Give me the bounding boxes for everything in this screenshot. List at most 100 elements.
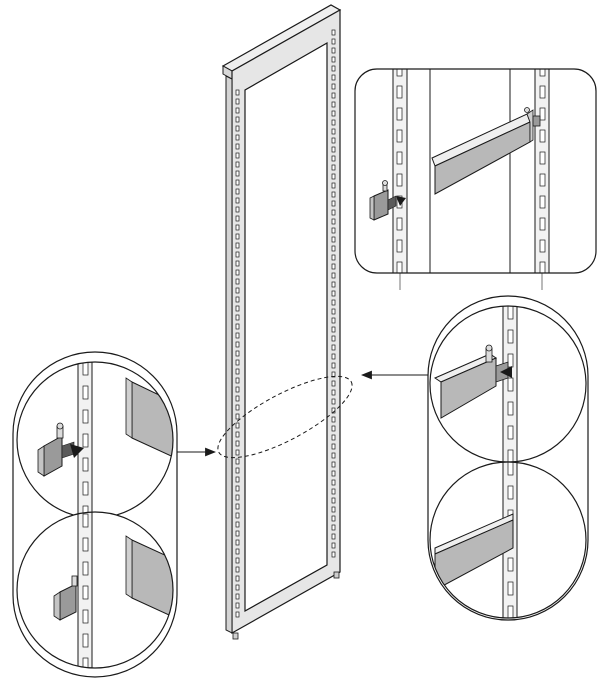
slot-hole — [331, 56, 336, 63]
slot-hole — [82, 633, 89, 648]
slot-hole — [331, 236, 336, 243]
slot-hole — [235, 422, 240, 429]
slot-hole — [235, 404, 240, 411]
slot-hole — [396, 151, 403, 165]
slot-hole — [235, 98, 240, 105]
slot-hole — [235, 557, 240, 564]
arrow-icon — [396, 196, 406, 206]
slot-hole — [235, 386, 240, 393]
slot-hole — [507, 425, 514, 440]
slot-hole — [507, 485, 514, 500]
slot-hole — [539, 217, 546, 231]
slot-hole — [396, 217, 403, 231]
slot-hole — [331, 425, 336, 432]
slot-hole — [235, 566, 240, 573]
slot-hole — [235, 170, 240, 177]
slot-hole — [507, 557, 514, 572]
slot-hole — [235, 296, 240, 303]
slot-hole — [331, 524, 336, 531]
slot-hole — [235, 368, 240, 375]
slot-hole — [331, 542, 336, 549]
slot-hole — [235, 440, 240, 447]
slot-hole — [396, 173, 403, 187]
slot-hole — [235, 458, 240, 465]
detail-callout-icon — [12, 351, 178, 678]
slot-hole — [235, 611, 240, 618]
slot-hole — [331, 101, 336, 108]
slot-hole — [235, 314, 240, 321]
slot-hole — [331, 308, 336, 315]
slot-hole — [82, 385, 89, 400]
slot-hole — [331, 155, 336, 162]
slot-hole — [235, 413, 240, 420]
slot-hole — [235, 359, 240, 366]
slot-hole — [331, 344, 336, 351]
slot-hole — [396, 129, 403, 143]
slot-hole — [235, 431, 240, 438]
slot-hole — [331, 452, 336, 459]
slot-hole — [331, 65, 336, 72]
slot-hole — [82, 481, 89, 496]
slot-hole — [539, 195, 546, 209]
slot-hole — [235, 269, 240, 276]
slot-hole — [331, 182, 336, 189]
slot-hole — [507, 329, 514, 344]
slot-hole — [331, 353, 336, 360]
slot-hole — [396, 107, 403, 121]
slot-hole — [331, 506, 336, 513]
slot-hole — [235, 179, 240, 186]
slot-holes-left — [235, 89, 240, 618]
slot-hole — [331, 209, 336, 216]
slot-hole — [235, 485, 240, 492]
slot-hole — [331, 272, 336, 279]
slot-hole — [539, 239, 546, 253]
slot-hole — [235, 143, 240, 150]
slot-hole — [235, 584, 240, 591]
slot-hole — [235, 548, 240, 555]
slot-hole — [235, 161, 240, 168]
slot-hole — [235, 287, 240, 294]
slot-hole — [331, 515, 336, 522]
shelf-bar-icon — [433, 353, 498, 419]
slot-hole — [235, 476, 240, 483]
frame-foot — [232, 632, 239, 640]
slot-hole — [331, 470, 336, 477]
slot-hole — [235, 377, 240, 384]
slot-hole — [331, 110, 336, 117]
slot-holes-right — [331, 29, 336, 558]
slot-hole — [235, 539, 240, 546]
slot-hole — [82, 609, 89, 624]
slot-hole — [235, 116, 240, 123]
slot-hole — [235, 530, 240, 537]
slot-hole — [235, 224, 240, 231]
slot-hole — [235, 521, 240, 528]
detail-callout-icon — [427, 295, 589, 621]
slot-hole — [507, 581, 514, 596]
slot-hole — [235, 89, 240, 96]
slot-hole — [331, 119, 336, 126]
slot-hole — [396, 239, 403, 253]
slot-hole — [235, 278, 240, 285]
slot-hole — [235, 395, 240, 402]
slot-hole — [331, 227, 336, 234]
slot-hole — [82, 433, 89, 448]
shelf-clip-icon — [524, 107, 541, 127]
slot-hole — [507, 377, 514, 392]
slot-hole — [396, 261, 403, 273]
slot-hole — [331, 488, 336, 495]
shelf-clip-icon — [53, 575, 78, 621]
slot-hole — [331, 443, 336, 450]
slot-hole — [235, 233, 240, 240]
detail-marker-ellipse — [217, 375, 353, 459]
slot-hole — [82, 362, 89, 376]
detail-callout-icon — [354, 68, 597, 290]
slot-hole — [539, 129, 546, 143]
slot-hole — [235, 449, 240, 456]
slot-hole — [507, 462, 514, 476]
slot-hole — [331, 335, 336, 342]
slot-hole — [235, 215, 240, 222]
slot-hole — [331, 83, 336, 90]
slot-hole — [331, 461, 336, 468]
slot-hole — [331, 389, 336, 396]
